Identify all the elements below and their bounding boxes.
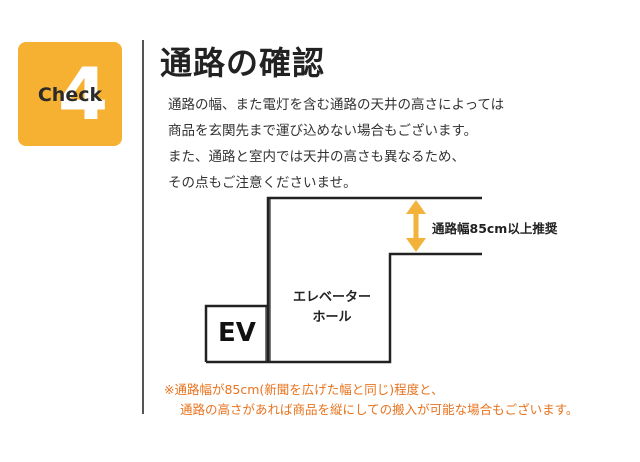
check-label: Check (37, 84, 103, 106)
hall-outline (206, 252, 482, 364)
description-line: また、通路と室内では天井の高さも異なるため、 (168, 149, 465, 165)
description-line: 商品を玄関先まで運び込めない場合もございます。 (168, 123, 478, 139)
description-line: その点もご注意くださいませ。 (168, 175, 357, 191)
hall-outline (266, 196, 482, 362)
note-line: ※通路幅が85cm(新聞を広げた幅と同じ)程度と、 (164, 382, 444, 397)
description-text: 通路の幅、また電灯を含む通路の天井の高さによっては 商品を玄関先まで運び込めない… (168, 92, 628, 196)
arrow-head-down (406, 238, 426, 252)
ev-label: EV (218, 318, 256, 348)
page-title: 通路の確認 (160, 44, 326, 82)
corridor-width-label: 通路幅85cm以上推奨 (432, 221, 558, 236)
note-line: 通路の高さがあれば商品を縦にしての搬入が可能な場合もございます。 (180, 402, 579, 417)
note-text: ※通路幅が85cm(新聞を広げた幅と同じ)程度と、 通路の高さがあれば商品を縦に… (164, 380, 578, 420)
arrow-head-up (406, 200, 426, 214)
check-badge: 4 Check (18, 42, 122, 146)
elevator-hall-label: エレベーター ホール (274, 288, 390, 328)
hall-label-line: エレベーター (292, 290, 371, 305)
vertical-divider (142, 40, 144, 414)
hall-label-line: ホール (312, 310, 352, 325)
ev-box-outline (204, 304, 267, 362)
description-line: 通路の幅、また電灯を含む通路の天井の高さによっては (168, 97, 505, 113)
